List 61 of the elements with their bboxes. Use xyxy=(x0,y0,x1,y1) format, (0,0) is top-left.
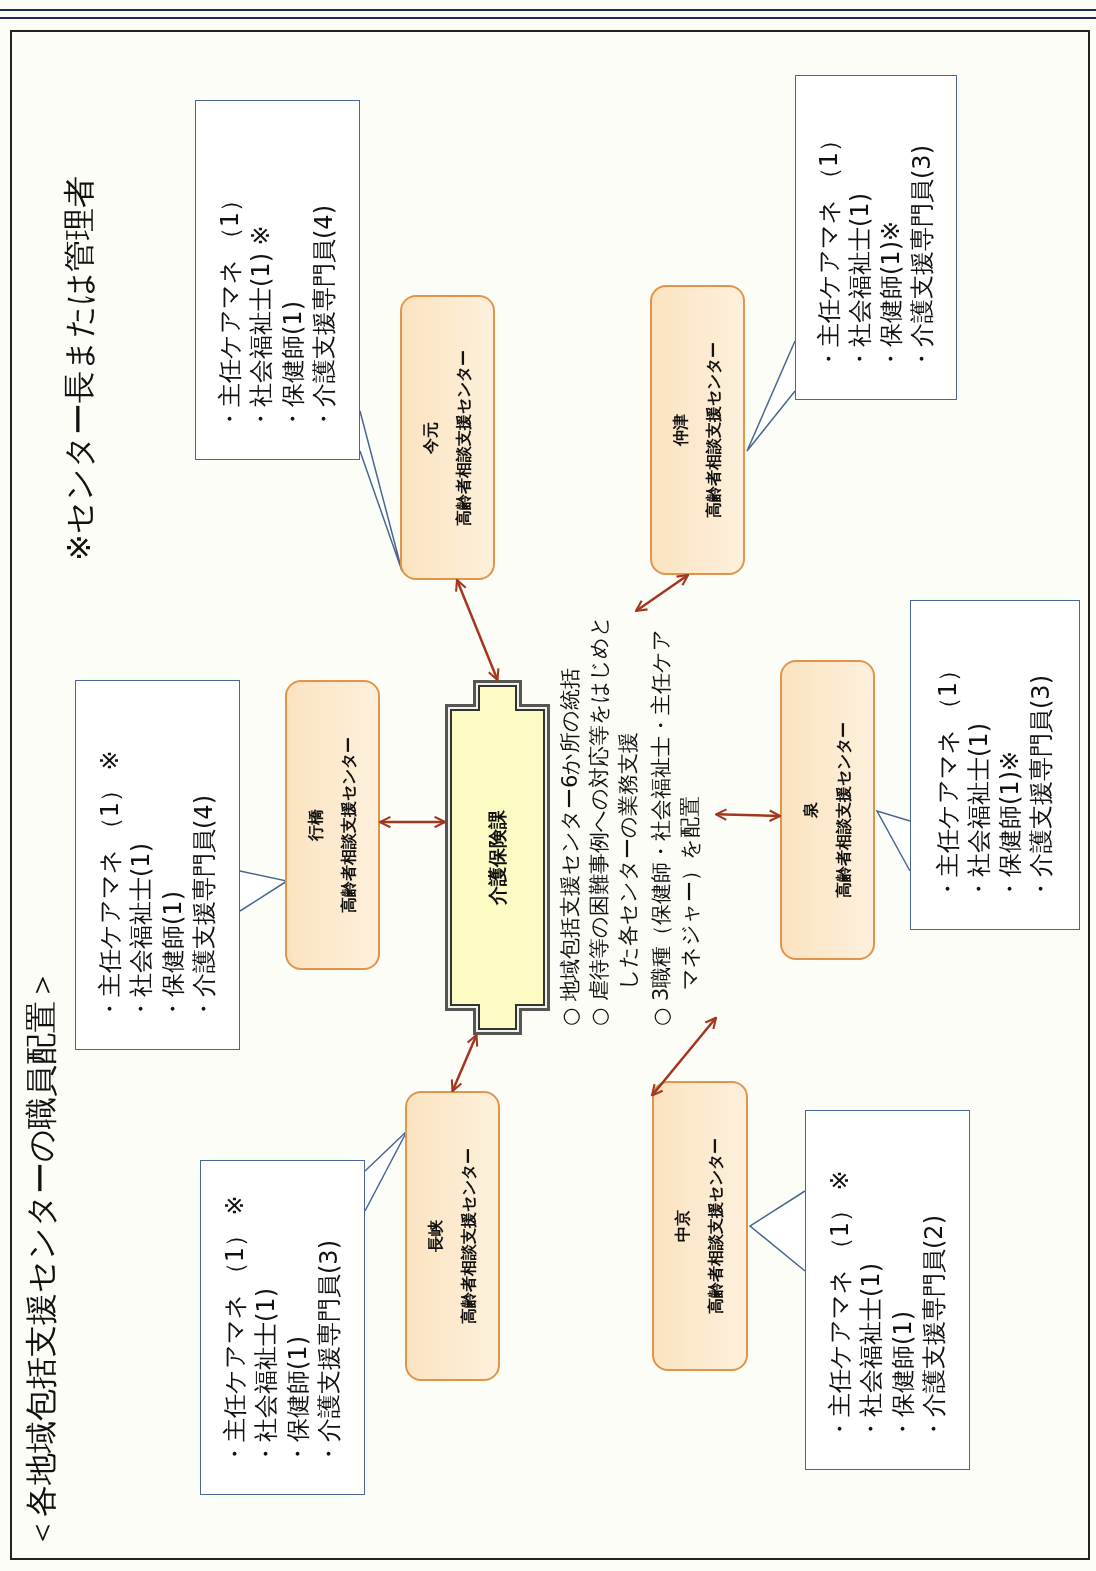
staff-line: ・介護支援専門員(4) xyxy=(188,794,219,1021)
double-arrow xyxy=(378,815,447,829)
staff-line: ・主任ケアマネ （1） ※ xyxy=(95,749,126,1021)
callout-box xyxy=(805,1110,970,1470)
center-box xyxy=(652,1081,748,1371)
staff-line: ・介護支援専門員(3) xyxy=(1026,674,1057,901)
staff-line: ・介護支援専門員(2) xyxy=(918,1214,949,1441)
staff-line: ・保健師(1)※ xyxy=(995,749,1025,901)
district-name: 行橋 xyxy=(305,809,326,841)
staff-line: ・介護支援専門員(3) xyxy=(907,144,938,371)
center-name: 高齢者相談支援センター xyxy=(458,1148,479,1324)
callout-box xyxy=(195,100,360,460)
center-box xyxy=(405,1091,500,1381)
double-arrow xyxy=(650,1016,718,1097)
district-name: 長峡 xyxy=(425,1220,446,1252)
staff-line: ・保健師(1) xyxy=(157,890,188,1021)
staff-line: ・保健師(1)※ xyxy=(876,219,906,371)
callout-box xyxy=(75,680,240,1050)
district-name: 仲津 xyxy=(670,414,691,446)
double-arrow xyxy=(450,1033,479,1093)
double-arrow xyxy=(634,573,690,613)
double-arrow xyxy=(455,578,500,682)
district-name: 中京 xyxy=(673,1210,693,1242)
staff-line: ・保健師(1) xyxy=(887,1310,918,1441)
center-box xyxy=(285,680,380,970)
bullet-text: ○ 3職種（保健師・社会福祉士・主任ケアマネジャー）を配置 xyxy=(647,627,703,1026)
double-arrow xyxy=(714,808,782,822)
center-box xyxy=(780,660,875,960)
staff-line: ・主任ケアマネ （1） ※ xyxy=(825,1169,856,1441)
department-box xyxy=(445,680,550,1035)
footnote: ※センター長または管理者 xyxy=(59,176,99,561)
center-name: 高齢者相談支援センター xyxy=(453,349,474,526)
staff-line: ・保健師(1) xyxy=(277,300,308,431)
callout-box xyxy=(795,75,957,400)
center-name: 高齢者相談支援センター xyxy=(706,1138,726,1314)
staff-line: ・社会福祉士(1) xyxy=(251,1287,282,1466)
center-name: 高齢者相談支援センター xyxy=(338,737,359,913)
callout-box xyxy=(910,600,1080,930)
staff-line: ・社会福祉士(1) ※ xyxy=(246,224,277,431)
staff-line: ・社会福祉士(1) xyxy=(856,1262,887,1441)
staff-line: ・主任ケアマネ （1） xyxy=(932,657,963,901)
bullet-text: ○ 虐待等の困難事例への対応等をはじめとした各センターの業務支援 xyxy=(585,614,641,1026)
district-name: 泉 xyxy=(800,802,821,818)
callout-box xyxy=(200,1160,365,1495)
staff-line: ・保健師(1) xyxy=(282,1335,313,1466)
staff-line: ・社会福祉士(1) xyxy=(844,192,875,371)
staff-line: ・主任ケアマネ （1） xyxy=(813,127,844,371)
center-name: 高齢者相談支援センター xyxy=(833,722,854,898)
bullet-text: ○ 地域包括支援センター6か所の統括 xyxy=(557,666,583,1026)
staff-line: ・主任ケアマネ （1） ※ xyxy=(220,1194,251,1466)
department-name: 介護保険課 xyxy=(484,810,509,905)
staff-line: ・社会福祉士(1) xyxy=(126,842,157,1021)
district-name: 今元 xyxy=(420,421,441,454)
staff-line: ・介護支援専門員(3) xyxy=(313,1239,344,1466)
center-box xyxy=(400,295,495,580)
center-box xyxy=(650,285,745,575)
staff-line: ・主任ケアマネ （1） xyxy=(215,187,246,431)
center-name: 高齢者相談支援センター xyxy=(703,342,724,518)
staff-line: ・介護支援専門員(4) xyxy=(308,204,339,431)
diagram-title: ＜各地域包括支援センターの職員配置＞ xyxy=(21,969,61,1549)
staff-line: ・社会福祉士(1) xyxy=(963,722,994,901)
